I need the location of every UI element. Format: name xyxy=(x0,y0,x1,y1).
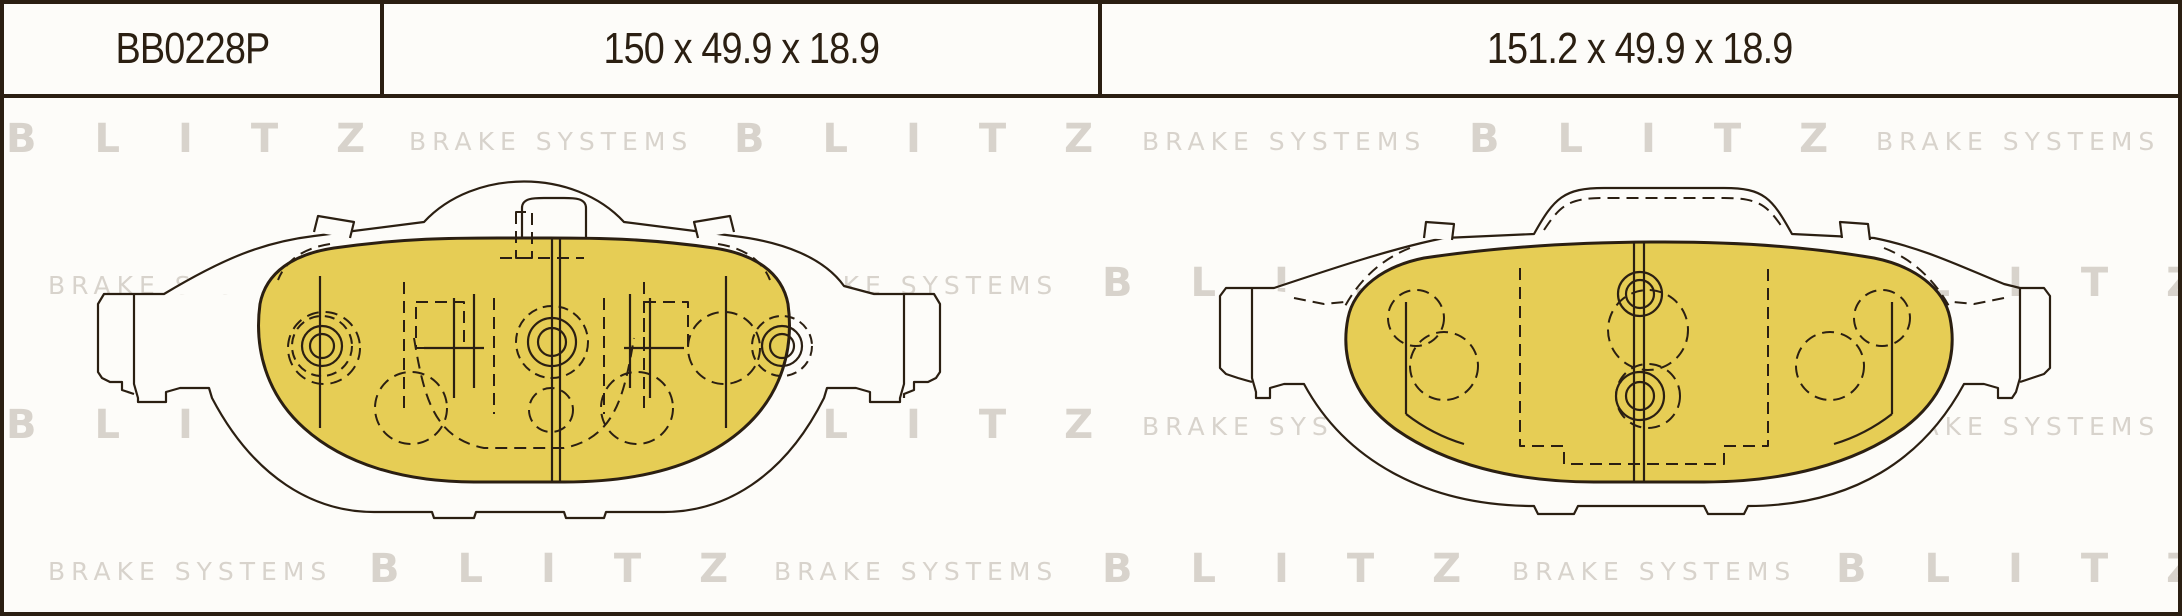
watermark-tagline: BRAKE SYSTEMS xyxy=(1512,557,1796,586)
right-brake-pad xyxy=(1218,186,2052,516)
right-solid-details xyxy=(1404,242,1894,482)
watermark-brand: BLITZ xyxy=(1102,546,1519,592)
watermark-tagline: BRAKE SYSTEMS xyxy=(48,557,332,586)
left-friction-material xyxy=(257,236,791,484)
watermark-brand: BLITZ xyxy=(1469,116,1886,162)
watermark-brand: BLITZ xyxy=(369,546,786,592)
watermark-tagline: BRAKE SYSTEMS xyxy=(409,127,693,156)
header-row: BB0228P 150 x 49.9 x 18.9 151.2 x 49.9 x… xyxy=(4,4,2178,98)
left-top-tab xyxy=(692,214,736,239)
left-top-tab xyxy=(312,214,356,239)
watermark-brand: BLITZ xyxy=(1836,546,2178,592)
watermark-brand: BLITZ xyxy=(6,116,423,162)
watermark-tagline: BRAKE SYSTEMS xyxy=(774,557,1058,586)
left-hidden-lines xyxy=(277,211,771,449)
watermark-tagline: BRAKE SYSTEMS xyxy=(1876,127,2160,156)
right-pad-dimensions: 151.2 x 49.9 x 18.9 xyxy=(1487,24,1793,73)
right-dimensions-cell: 151.2 x 49.9 x 18.9 xyxy=(1102,4,2178,94)
watermark-tagline: BRAKE SYSTEMS xyxy=(1142,127,1426,156)
right-top-tab xyxy=(1422,220,1456,241)
part-code: BB0228P xyxy=(115,24,270,73)
left-dimensions-cell: 150 x 49.9 x 18.9 xyxy=(384,4,1102,94)
right-friction-material xyxy=(1344,240,1954,484)
right-hidden-lines xyxy=(1293,197,2005,465)
left-solid-details xyxy=(300,196,804,482)
part-code-cell: BB0228P xyxy=(4,4,384,94)
right-top-tab xyxy=(1838,220,1872,241)
left-guide-rings xyxy=(291,305,813,379)
technical-drawing: BLITZ BRAKE SYSTEMS BLITZ BRAKE SYSTEMS … xyxy=(6,116,2178,592)
watermark-brand: BLITZ xyxy=(734,116,1151,162)
left-pad-dimensions: 150 x 49.9 x 18.9 xyxy=(603,24,880,73)
left-brake-pad xyxy=(96,180,942,520)
